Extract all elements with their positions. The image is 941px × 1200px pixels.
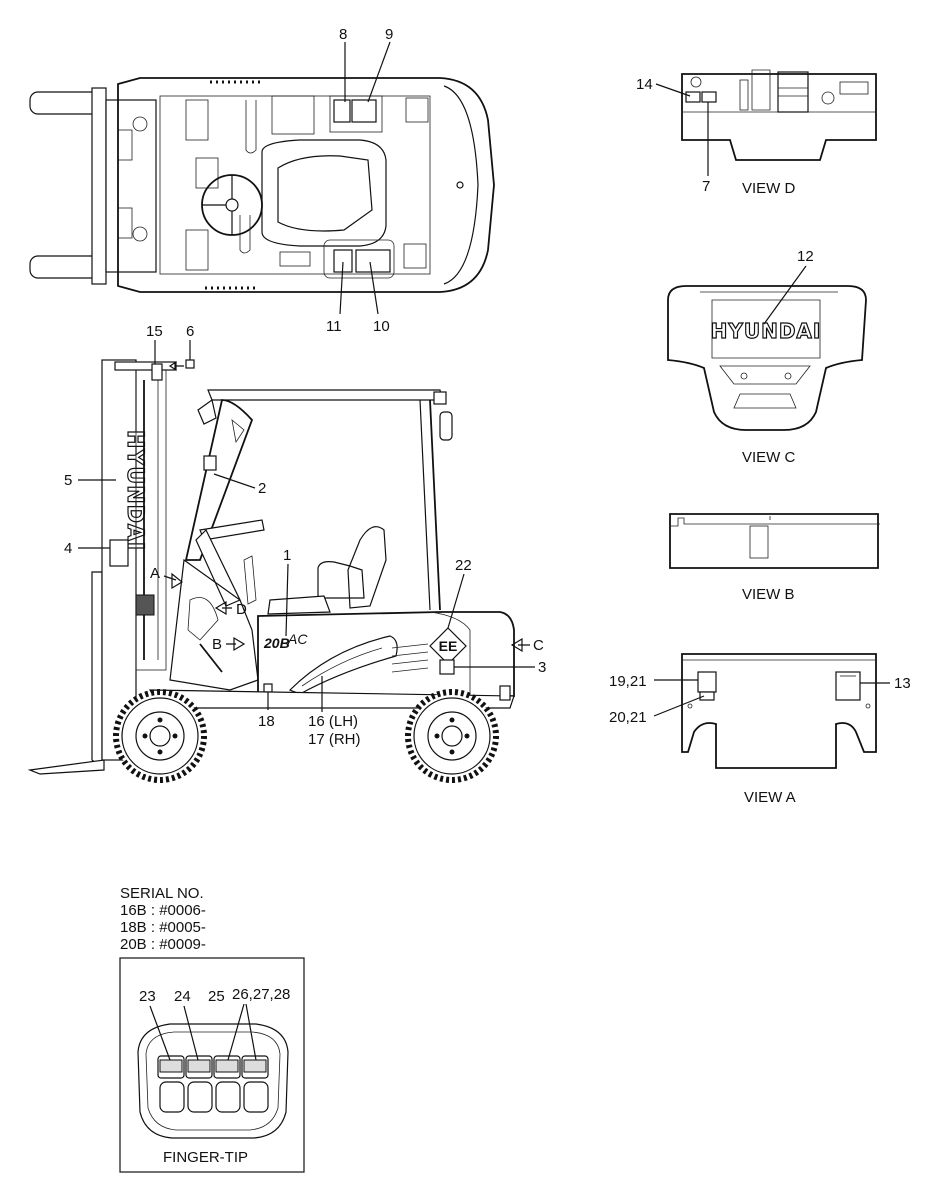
view-a-panel xyxy=(681,653,877,769)
finger-tip-box xyxy=(119,957,305,1173)
finger-tip-title: FINGER-TIP xyxy=(163,1149,248,1166)
model-badge-suffix: AC xyxy=(287,631,308,647)
callout-24: 24 xyxy=(174,988,191,1005)
callout-5: 5 xyxy=(64,472,72,489)
callout-10: 10 xyxy=(373,318,390,335)
serial-title: SERIAL NO. xyxy=(120,885,204,902)
callout-12: 12 xyxy=(797,248,814,265)
callout-26-27-28: 26,27,28 xyxy=(232,986,290,1003)
callout-25: 25 xyxy=(208,988,225,1005)
top-view xyxy=(29,77,495,293)
arrow-label-d: D xyxy=(236,601,247,618)
view-c-brand-text: HYUNDAI xyxy=(711,319,822,343)
hazard-badge: EE xyxy=(439,638,458,654)
side-view: HYUNDAI xyxy=(27,359,515,783)
callout-16: 16 (LH) xyxy=(308,713,358,730)
serial-line-20b: 20B : #0009- xyxy=(120,936,206,953)
callout-1: 1 xyxy=(283,547,291,564)
arrow-label-a: A xyxy=(150,565,160,582)
mast-decal-4 xyxy=(109,539,129,567)
callout-6: 6 xyxy=(186,323,194,340)
finger-tip-panel xyxy=(137,1023,289,1139)
view-c-label: VIEW C xyxy=(742,449,796,466)
callout-9: 9 xyxy=(385,26,393,43)
view-b-panel xyxy=(669,513,880,569)
callout-2: 2 xyxy=(258,480,266,497)
callout-22: 22 xyxy=(455,557,472,574)
callout-15: 15 xyxy=(146,323,163,340)
callout-4: 4 xyxy=(64,540,72,557)
rear-wheel xyxy=(405,689,499,783)
callout-23: 23 xyxy=(139,988,156,1005)
serial-line-16b: 16B : #0006- xyxy=(120,902,206,919)
view-d-panel xyxy=(681,69,877,161)
callout-18: 18 xyxy=(258,713,275,730)
model-badge: 20B xyxy=(263,635,290,651)
arrow-label-b: B xyxy=(212,636,222,653)
callout-20-21: 20,21 xyxy=(609,709,647,726)
view-d-label: VIEW D xyxy=(742,180,796,197)
callout-19-21: 19,21 xyxy=(609,673,647,690)
front-wheel xyxy=(113,689,207,783)
view-c-panel: HYUNDAI xyxy=(667,285,867,431)
view-a-label: VIEW A xyxy=(744,789,796,806)
serial-line-18b: 18B : #0005- xyxy=(120,919,206,936)
callout-14: 14 xyxy=(636,76,653,93)
arrow-label-c: C xyxy=(533,637,544,654)
callout-3: 3 xyxy=(538,659,546,676)
callout-8: 8 xyxy=(339,26,347,43)
callout-17: 17 (RH) xyxy=(308,731,361,748)
callout-11: 11 xyxy=(326,318,342,335)
callout-13: 13 xyxy=(894,675,911,692)
view-b-label: VIEW B xyxy=(742,586,795,603)
callout-7: 7 xyxy=(702,178,710,195)
